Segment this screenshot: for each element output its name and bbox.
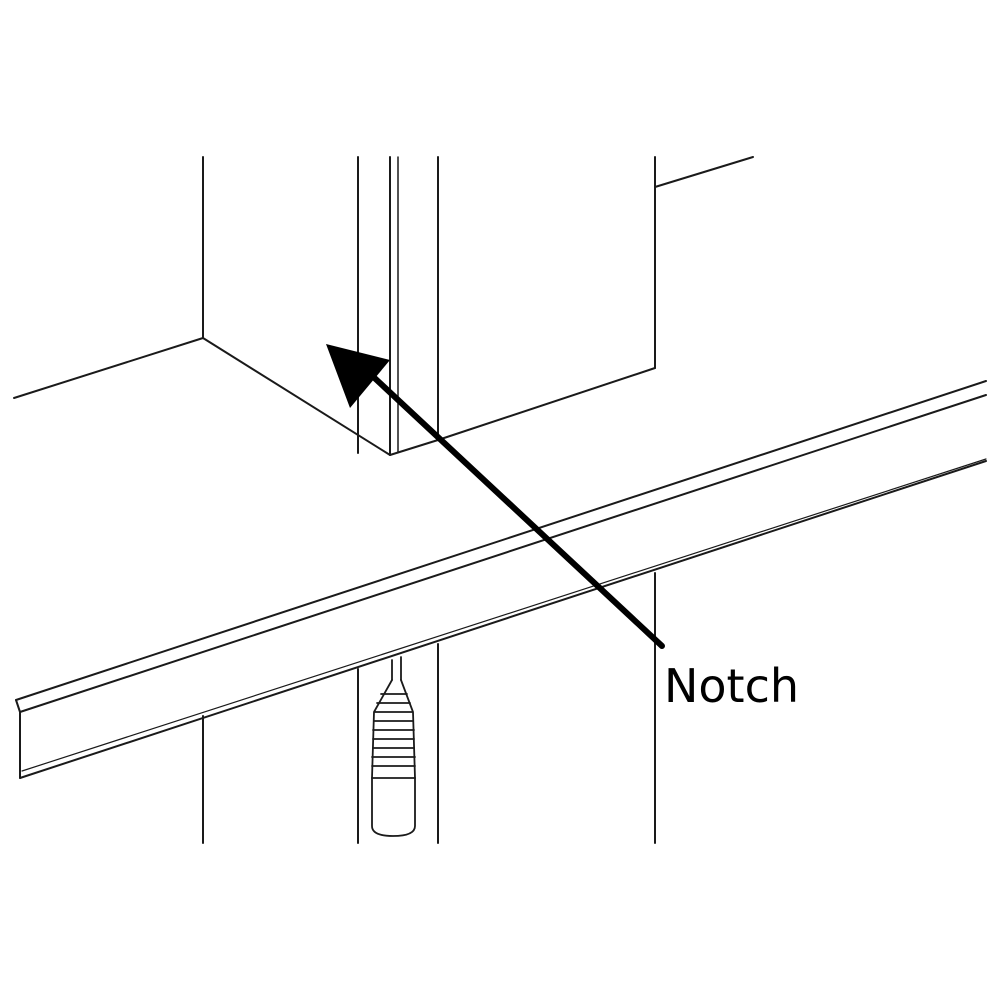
notch-arrow xyxy=(326,344,665,649)
right-cabinet-bottom xyxy=(389,367,656,456)
trim-rail xyxy=(15,380,987,779)
rail-inner-edge xyxy=(19,394,987,713)
rail-bottom-lip xyxy=(21,458,987,772)
rail-left-end xyxy=(15,699,21,779)
rail-bottom-edge xyxy=(19,460,987,779)
power-connector-icon xyxy=(371,656,416,837)
arrow-head-icon xyxy=(326,344,390,408)
rail-top-edge xyxy=(15,380,987,701)
left-panel xyxy=(202,156,391,456)
back-wall-edge xyxy=(654,156,754,188)
left-wall-edge xyxy=(13,337,204,399)
notch-label: Notch xyxy=(664,659,799,713)
upper-cabinet xyxy=(13,156,754,456)
lower-cabinet xyxy=(202,572,656,844)
